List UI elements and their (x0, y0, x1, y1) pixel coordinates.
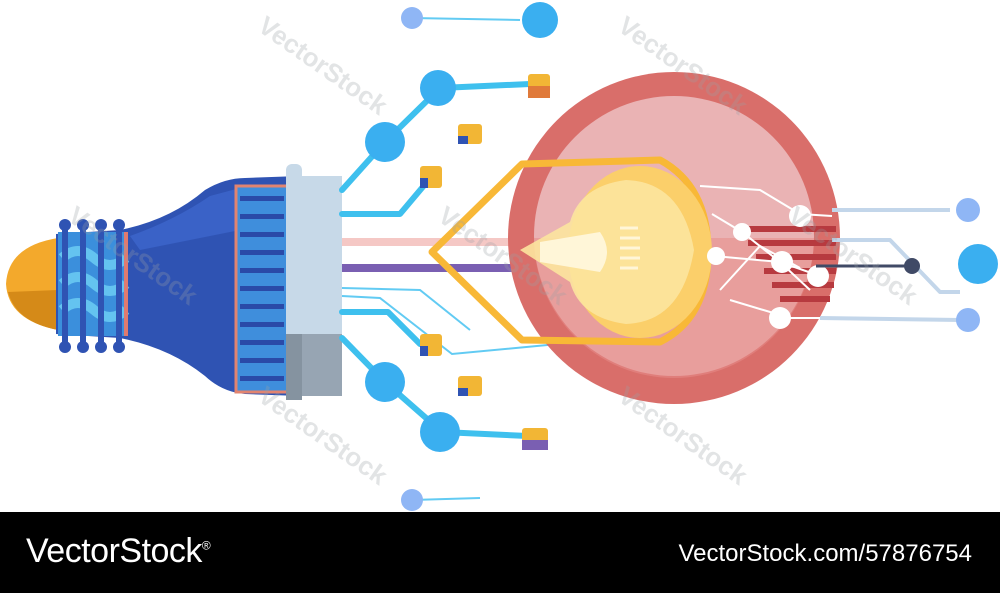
brand-wordmark: VectorStock® (26, 532, 211, 571)
brand-name: VectorStock (26, 532, 202, 570)
right-dark-node (904, 258, 920, 274)
circuit-chips (420, 74, 550, 450)
screw-stripes (240, 196, 284, 381)
beam-purple (342, 264, 522, 272)
collar-shadow (300, 334, 342, 396)
right-nodes (956, 198, 998, 332)
registered-mark: ® (201, 538, 211, 553)
disc-stripes (740, 226, 836, 302)
bulb-filament-core (540, 232, 607, 272)
bulb-filament-lines (620, 226, 640, 270)
collar-front-shadow (286, 334, 302, 400)
illustration-canvas: VectorStock VectorStock VectorStock Vect… (6, 2, 998, 511)
beam-pink (342, 238, 522, 246)
coil-band-edge (124, 232, 128, 336)
lightbulb-circuit-illustration (6, 2, 998, 511)
stock-id: VectorStock.com/57876754 (678, 540, 972, 567)
disc-circuit-dots (707, 205, 829, 329)
bulb-base-highlight (130, 188, 240, 250)
circuit-thin-wires (341, 17, 601, 501)
coil-pins (59, 219, 125, 353)
footer-bar: VectorStock® VectorStock.com/57876754 (0, 512, 1000, 593)
circuit-nodes (365, 2, 558, 511)
bulb-tip-shadow (8, 290, 58, 330)
circuit-wires (339, 81, 533, 439)
